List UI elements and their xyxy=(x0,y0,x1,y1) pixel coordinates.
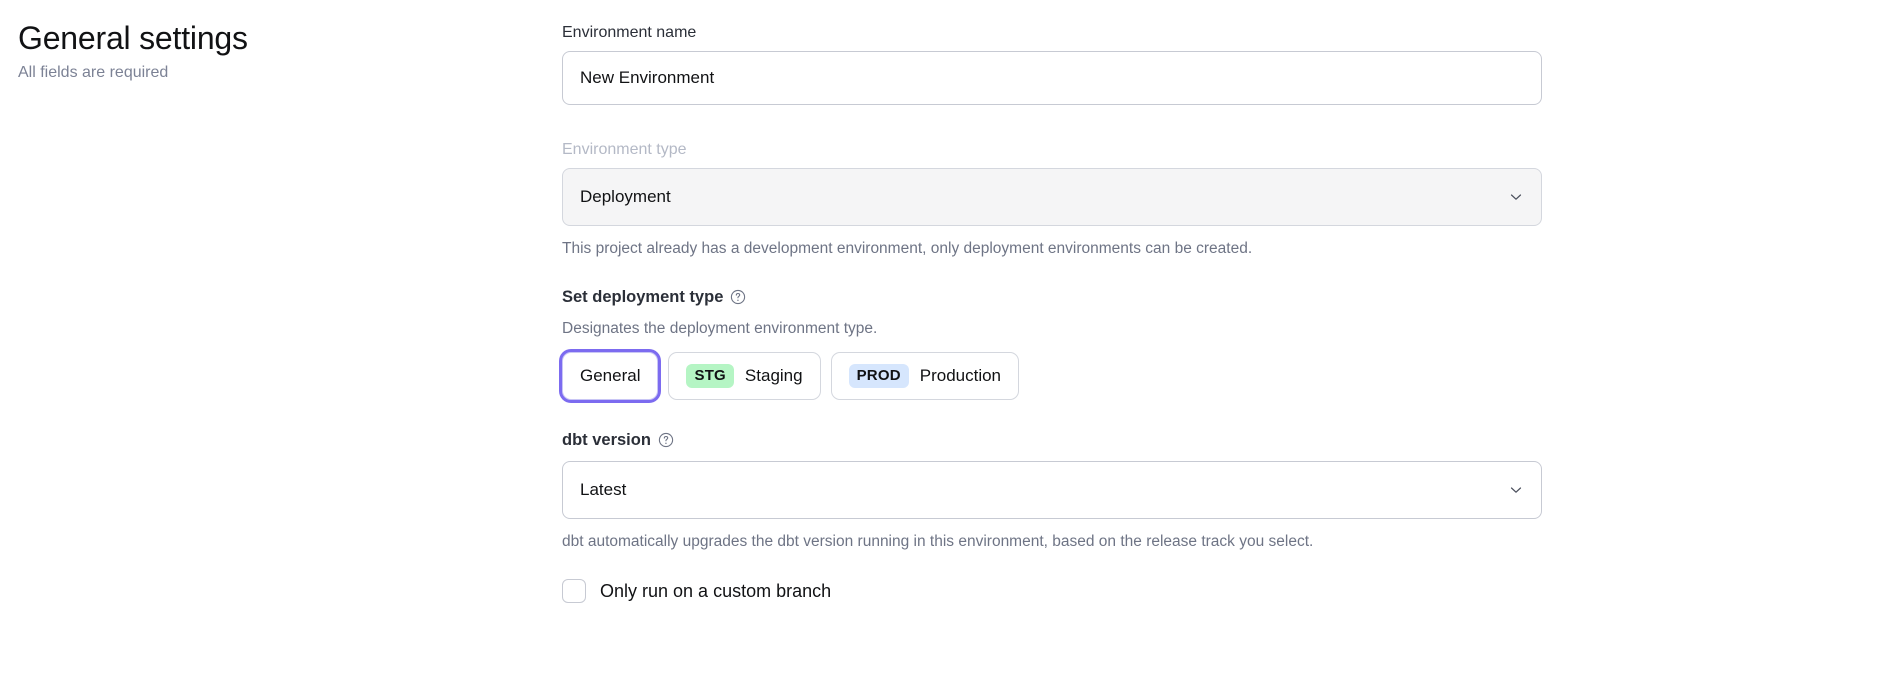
environment-name-value: New Environment xyxy=(580,68,715,87)
deployment-type-label: Set deployment type xyxy=(562,288,724,306)
production-badge: PROD xyxy=(848,364,909,388)
deployment-type-option-general[interactable]: General xyxy=(562,352,659,400)
deployment-type-option-production-label: Production xyxy=(919,366,1002,385)
environment-name-label: Environment name xyxy=(562,24,697,41)
dbt-version-field: dbt version Latest dbt automatica xyxy=(562,429,1542,553)
question-circle-icon[interactable] xyxy=(730,289,746,305)
deployment-type-option-general-label: General xyxy=(580,366,641,385)
environment-type-value: Deployment xyxy=(580,187,671,206)
custom-branch-row: Only run on a custom branch xyxy=(562,579,1542,603)
deployment-type-label-row: Set deployment type xyxy=(562,286,1542,308)
dbt-version-helper: dbt automatically upgrades the dbt versi… xyxy=(562,533,1314,550)
dbt-version-label: dbt version xyxy=(562,431,651,449)
staging-badge: STG xyxy=(686,364,734,388)
dbt-version-select[interactable]: Latest xyxy=(562,461,1542,519)
environment-type-field: Environment type Deployment This project… xyxy=(562,139,1542,260)
chevron-down-icon xyxy=(1507,481,1525,499)
deployment-type-description: Designates the deployment environment ty… xyxy=(562,320,878,337)
page-subtitle: All fields are required xyxy=(18,64,169,81)
settings-intro-column: General settings All fields are required xyxy=(18,18,518,84)
environment-type-select[interactable]: Deployment xyxy=(562,168,1542,226)
custom-branch-checkbox[interactable] xyxy=(562,579,586,603)
environment-name-input[interactable]: New Environment xyxy=(562,51,1542,105)
environment-type-label: Environment type xyxy=(562,141,687,158)
deployment-type-field: Set deployment type Designates the deplo… xyxy=(562,286,1542,400)
chevron-down-icon xyxy=(1507,188,1525,206)
deployment-type-options: General STG Staging PROD Production xyxy=(562,352,1542,400)
general-settings-form: Environment name New Environment Environ… xyxy=(562,22,1542,603)
deployment-type-option-production[interactable]: PROD Production xyxy=(830,352,1020,400)
dbt-version-value: Latest xyxy=(580,480,627,499)
deployment-type-option-staging[interactable]: STG Staging xyxy=(668,352,821,400)
page-title: General settings xyxy=(18,20,248,56)
dbt-version-label-row: dbt version xyxy=(562,429,1542,451)
custom-branch-label: Only run on a custom branch xyxy=(600,581,832,601)
question-circle-icon[interactable] xyxy=(658,432,674,448)
environment-name-field: Environment name New Environment xyxy=(562,22,1542,105)
deployment-type-option-staging-label: Staging xyxy=(744,366,803,385)
environment-type-helper: This project already has a development e… xyxy=(562,240,1253,257)
